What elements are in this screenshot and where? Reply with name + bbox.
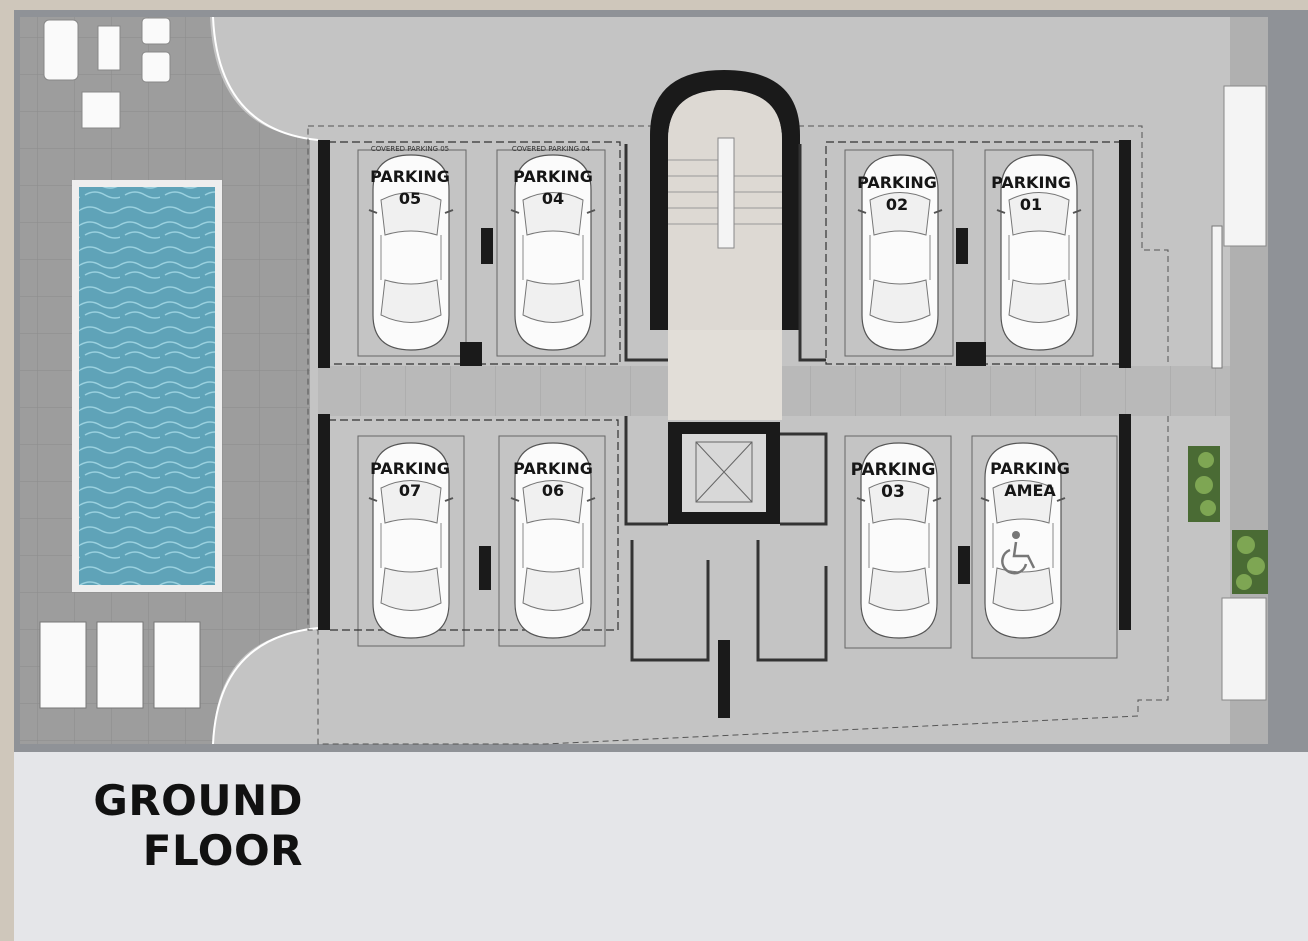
sunbeds xyxy=(39,621,201,709)
covered-parking-05-label: COVERED PARKING 05 xyxy=(371,145,449,153)
bay-outline-04 xyxy=(496,149,606,357)
bay-outline-03 xyxy=(844,435,952,649)
service-wall xyxy=(624,144,826,362)
sunbed-icon xyxy=(39,621,87,709)
service-wall xyxy=(624,416,828,526)
parking-amea-number: AMEA xyxy=(1004,481,1056,500)
bay-outline-amea xyxy=(971,435,1118,659)
parking-03-label: PARKING xyxy=(851,460,936,480)
wheelchair-icon xyxy=(1001,531,1036,575)
gate xyxy=(1211,225,1223,369)
parking-01-number: 01 xyxy=(1020,195,1042,214)
sunbed-icon xyxy=(153,621,201,709)
covered-parking-04-label: COVERED PARKING 04 xyxy=(512,145,591,153)
shower-icon xyxy=(97,25,121,71)
parking-07-number: 07 xyxy=(399,481,421,500)
parking-04-number: 04 xyxy=(542,189,564,208)
side-bench xyxy=(1221,597,1267,701)
curb-bottom xyxy=(212,627,319,745)
bay-outline-06 xyxy=(498,435,606,647)
caption-panel xyxy=(14,752,1308,941)
parking-amea-label: PARKING xyxy=(990,459,1070,478)
parking-07-label: PARKING xyxy=(370,459,450,478)
table-icon xyxy=(81,91,121,129)
parking-05-number: 05 xyxy=(399,189,421,208)
parking-labels: PARKING 05 PARKING 04 PARKING 02 PARKING… xyxy=(370,167,1071,502)
chair-icon xyxy=(141,17,171,45)
column xyxy=(460,342,482,366)
floor-title-line2: FLOOR xyxy=(142,826,303,875)
parking-02-number: 02 xyxy=(886,195,908,214)
wall xyxy=(1119,140,1131,368)
sunbed-icon xyxy=(43,19,79,81)
parking-02-label: PARKING xyxy=(857,173,937,192)
curved-path-top xyxy=(210,17,310,138)
column xyxy=(718,640,730,718)
parking-01-label: PARKING xyxy=(991,173,1071,192)
side-bench xyxy=(1223,85,1267,247)
elevator-car xyxy=(682,434,766,512)
chair-icon xyxy=(141,51,171,83)
bay-outline-02 xyxy=(844,149,954,357)
floor-title: GROUND FLOOR xyxy=(60,776,303,876)
lobby xyxy=(668,330,782,420)
bay-outline-07 xyxy=(357,435,465,647)
wall xyxy=(318,414,330,630)
elevator-frame xyxy=(695,441,753,503)
column xyxy=(481,228,493,264)
parking-06-label: PARKING xyxy=(513,459,593,478)
parking-06-number: 06 xyxy=(542,481,564,500)
curb-top xyxy=(212,16,319,141)
wall xyxy=(318,140,330,368)
building-outline xyxy=(307,125,1169,745)
sunbed-icon xyxy=(96,621,144,709)
parking-03-number: 03 xyxy=(881,482,905,502)
bay-outline-01 xyxy=(984,149,1094,357)
wall xyxy=(1119,414,1131,630)
stair-wall xyxy=(650,70,800,330)
stair-handrail xyxy=(717,137,735,249)
parking-04-label: PARKING xyxy=(513,167,593,186)
floor-title-line1: GROUND xyxy=(93,776,303,825)
service-wall xyxy=(630,540,828,662)
parking-05-label: PARKING xyxy=(370,167,450,186)
walkway xyxy=(318,366,1268,416)
bay-outline-05 xyxy=(357,149,467,357)
curved-path-bottom xyxy=(213,630,310,744)
column xyxy=(958,546,970,584)
elevator-cross xyxy=(695,441,753,503)
column xyxy=(479,546,491,590)
swimming-pool xyxy=(79,187,215,585)
stair-core xyxy=(650,70,800,420)
column xyxy=(956,228,968,264)
column xyxy=(956,342,986,366)
